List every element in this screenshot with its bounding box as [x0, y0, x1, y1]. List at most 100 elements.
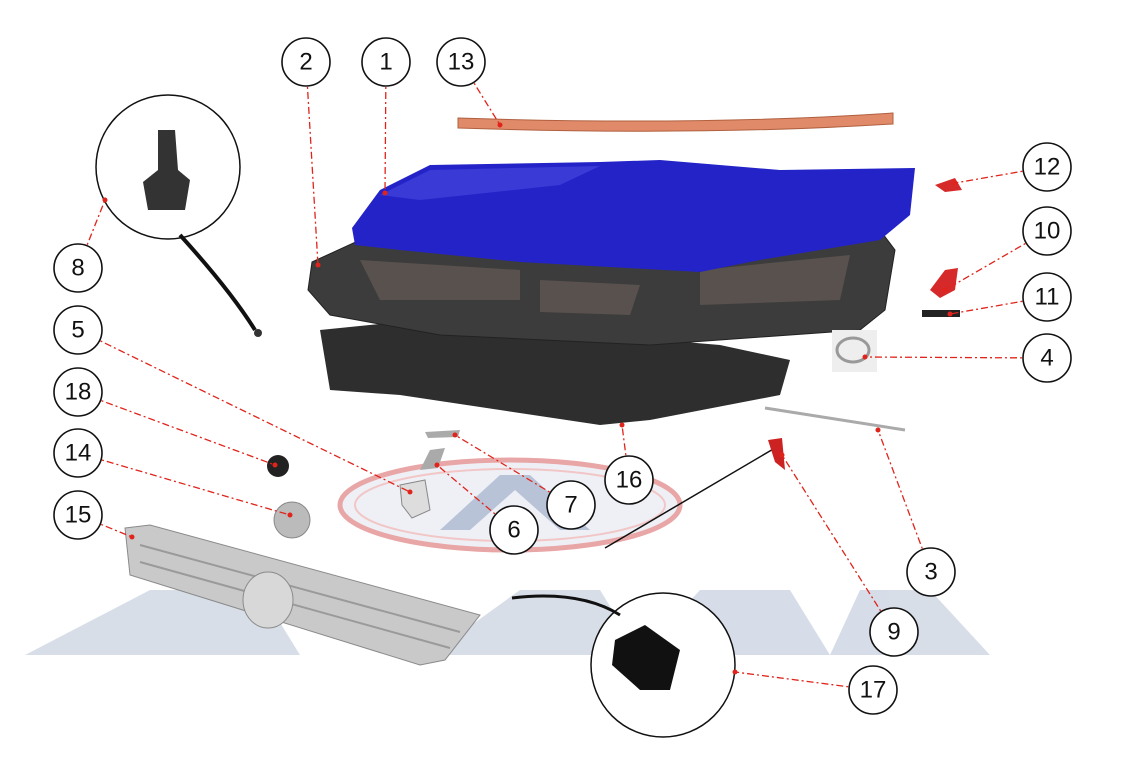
- leader-anchor-dot: [272, 462, 278, 468]
- callout-number: 4: [1040, 345, 1053, 372]
- part-7: [425, 430, 460, 438]
- leader-anchor-dot: [779, 452, 785, 458]
- grille-part: [124, 524, 481, 666]
- leader-anchor-dot: [407, 489, 413, 495]
- leader-anchor-dot: [129, 534, 135, 540]
- leader-line: [877, 429, 932, 573]
- callout-14: 14: [53, 428, 103, 478]
- leader-line: [77, 452, 291, 516]
- callout-circle: [361, 37, 411, 87]
- leader-line: [734, 671, 874, 691]
- leader-line: [77, 514, 133, 538]
- callout-4: 4: [1022, 333, 1072, 383]
- detail-clip-zoom: [511, 592, 736, 738]
- callout-number: 2: [299, 49, 312, 76]
- leader-anchor-dot: [952, 180, 958, 186]
- detail-bumper-zoom: [95, 94, 262, 337]
- callout-number: 1: [379, 49, 392, 76]
- callout-number: 18: [65, 379, 92, 406]
- part-18-emblem: [267, 455, 289, 477]
- brand-watermark: [25, 590, 990, 655]
- callout-number: 9: [887, 619, 900, 646]
- callout-circle: [848, 665, 898, 715]
- callout-3: 3: [906, 547, 956, 597]
- leader-anchor-dot: [434, 462, 440, 468]
- part-11: [922, 310, 960, 317]
- callout-17: 17: [848, 665, 898, 715]
- callout-circle: [53, 243, 103, 293]
- leader-line: [305, 61, 319, 266]
- callout-circle: [906, 547, 956, 597]
- leader-line: [77, 199, 106, 269]
- callout-number: 10: [1034, 218, 1061, 245]
- callout-number: 6: [507, 517, 520, 544]
- leader-anchor-dot: [862, 354, 868, 360]
- callout-1: 1: [361, 37, 411, 87]
- callout-number: 3: [924, 559, 937, 586]
- leader-anchor-dot: [497, 122, 503, 128]
- leader-anchor-dot: [102, 197, 108, 203]
- callout-circle: [546, 480, 596, 530]
- leader-line: [77, 391, 276, 466]
- leader-line: [460, 61, 501, 126]
- callout-circle: [489, 505, 539, 555]
- callout-2: 2: [281, 37, 331, 87]
- part-9-cable: [604, 438, 785, 549]
- callout-circle: [1022, 272, 1072, 322]
- callout-8: 8: [53, 243, 103, 293]
- callout-16: 16: [604, 455, 654, 505]
- callout-circle: [1022, 206, 1072, 256]
- callout-number: 17: [860, 677, 887, 704]
- callout-number: 7: [564, 492, 577, 519]
- callout-circle: [1022, 142, 1072, 192]
- callout-circle: [53, 305, 103, 355]
- hood-insulation-part: [320, 320, 790, 425]
- callout-circle: [869, 607, 919, 657]
- leader-anchor-dot: [942, 287, 948, 293]
- part-12: [935, 178, 962, 192]
- callout-11: 11: [1022, 272, 1072, 322]
- hood-seal-part: [457, 112, 894, 132]
- callout-circle: [53, 367, 103, 417]
- leader-line: [621, 424, 630, 481]
- callout-9: 9: [869, 607, 919, 657]
- callout-circle: [53, 490, 103, 540]
- callout-circle: [53, 428, 103, 478]
- callout-number: 14: [65, 440, 92, 467]
- leader-anchor-dot: [619, 422, 625, 428]
- leader-anchor-dot: [315, 262, 321, 268]
- callout-6: 6: [489, 505, 539, 555]
- part-14-emblem: [273, 501, 311, 539]
- leader-anchor-dot: [287, 512, 293, 518]
- leader-line: [864, 356, 1048, 359]
- callout-number: 5: [71, 317, 84, 344]
- callout-7: 7: [546, 480, 596, 530]
- part-10: [930, 268, 958, 298]
- callout-number: 15: [65, 502, 92, 529]
- callout-number: 12: [1034, 154, 1061, 181]
- leader-line: [77, 329, 411, 493]
- leader-line: [781, 454, 895, 633]
- part-5-latch: [399, 479, 431, 519]
- callout-number: 8: [71, 255, 84, 282]
- leader-anchor-dot: [452, 432, 458, 438]
- callout-circle: [436, 37, 486, 87]
- callout-number: 13: [448, 49, 475, 76]
- callout-13: 13: [436, 37, 486, 87]
- callout-number: 16: [616, 467, 643, 494]
- callout-number: 11: [1035, 284, 1060, 311]
- part-4: [832, 330, 877, 372]
- callout-circle: [604, 455, 654, 505]
- leader-anchor-dot: [875, 427, 881, 433]
- callout-12: 12: [1022, 142, 1072, 192]
- leader-anchor-dot: [947, 311, 953, 317]
- callout-circle: [1022, 333, 1072, 383]
- callout-5: 5: [53, 305, 103, 355]
- callout-circle: [281, 37, 331, 87]
- part-3-rod: [764, 406, 906, 432]
- leader-anchor-dot: [732, 669, 738, 675]
- callout-15: 15: [53, 490, 103, 540]
- callout-18: 18: [53, 367, 103, 417]
